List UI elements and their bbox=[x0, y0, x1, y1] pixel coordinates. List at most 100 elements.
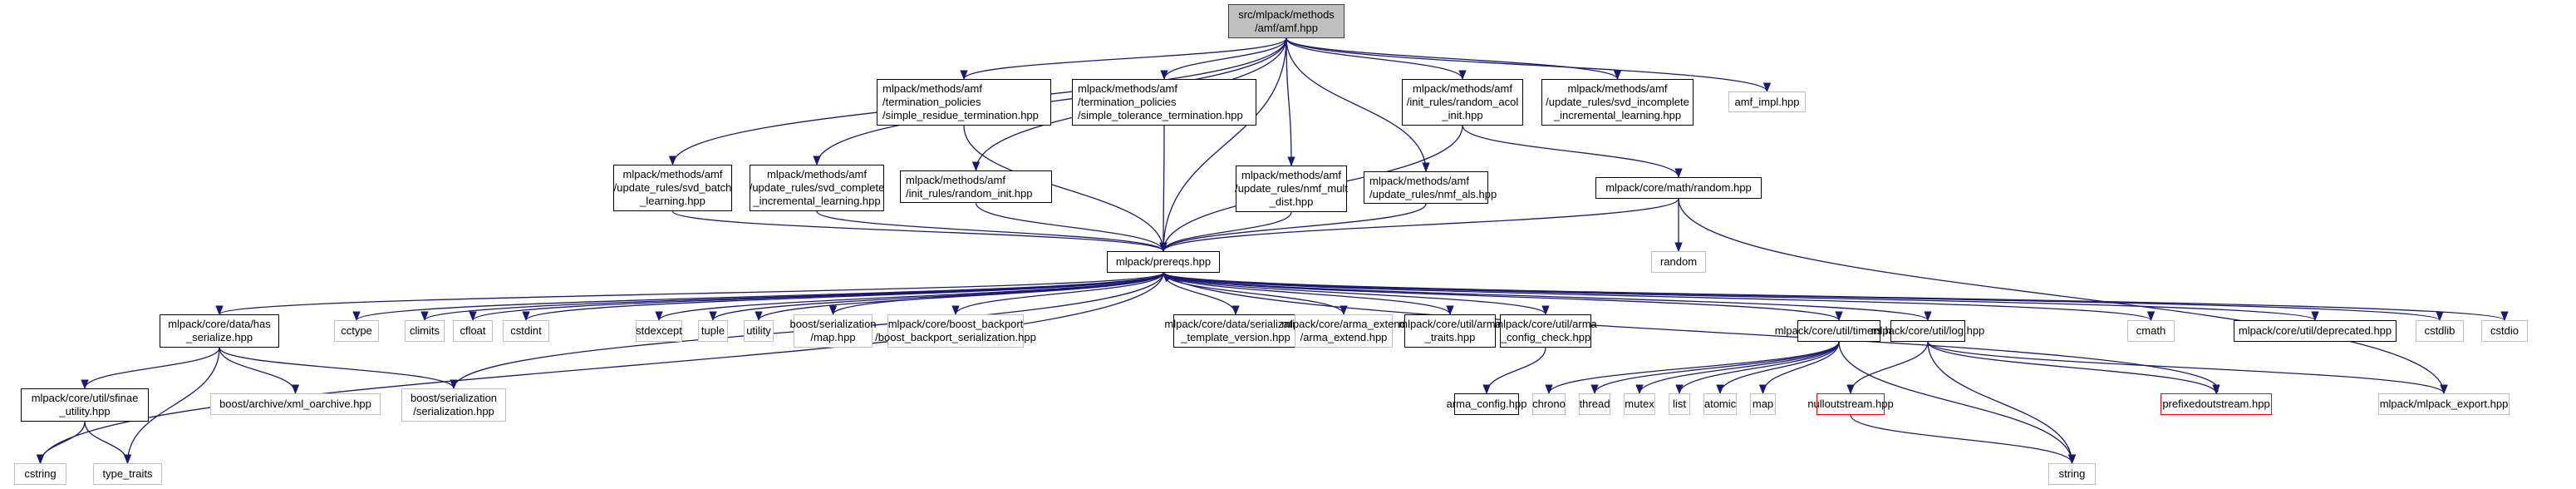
node-prefixout[interactable]: prefixedoutstream.hpp bbox=[2161, 393, 2272, 415]
edge-randinit-to-prereqs bbox=[975, 202, 1168, 253]
edge-amf-to-acol bbox=[1286, 37, 1467, 81]
edge-nmfals-to-prereqs bbox=[1159, 203, 1427, 253]
node-nmfals[interactable]: mlpack/methods/amf /update_rules/nmf_als… bbox=[1364, 171, 1497, 204]
edge-prefixout-to-prereqs bbox=[1163, 272, 2219, 394]
node-cstdint: cstdint bbox=[503, 320, 549, 342]
node-randinit[interactable]: mlpack/methods/amf /init_rules/random_in… bbox=[900, 170, 1052, 203]
node-stdrandom: random bbox=[1651, 251, 1706, 273]
edge-prereqs-to-timers bbox=[1163, 272, 1843, 322]
node-mutex: mutex bbox=[1624, 393, 1655, 415]
node-armatraits[interactable]: mlpack/core/util/arma _traits.hpp bbox=[1399, 314, 1502, 348]
edge-timers-to-list bbox=[1675, 341, 1840, 395]
edge-timers-to-chrono bbox=[1545, 341, 1840, 395]
node-cfloat: cfloat bbox=[453, 320, 493, 342]
node-armaconfig[interactable]: arma_config.hpp bbox=[1447, 393, 1526, 415]
node-map: map bbox=[1750, 393, 1776, 415]
node-acol[interactable]: mlpack/methods/amf /init_rules/random_ac… bbox=[1402, 79, 1523, 126]
edge-prereqs-to-cstdio bbox=[1163, 272, 2509, 322]
edge-prereqs-to-cstring bbox=[36, 272, 1164, 465]
edge-hasser-to-typetraits bbox=[123, 347, 220, 465]
node-deprecated[interactable]: mlpack/core/util/deprecated.hpp bbox=[2234, 320, 2397, 342]
node-backport: mlpack/core/boost_backport /boost_backpo… bbox=[875, 314, 1036, 348]
edge-log-to-prefixout bbox=[1927, 341, 2220, 395]
edge-prereqs-to-armatraits bbox=[1163, 272, 1454, 316]
node-stdexcept: stdexcept bbox=[636, 320, 682, 342]
node-cctype: cctype bbox=[334, 320, 379, 342]
node-timers[interactable]: mlpack/core/util/timers.hpp bbox=[1775, 320, 1903, 342]
node-sfinae[interactable]: mlpack/core/util/sfinae _utility.hpp bbox=[21, 388, 149, 422]
edge-prereqs-to-backport bbox=[951, 272, 1164, 316]
node-tuple: tuple bbox=[698, 320, 728, 342]
node-typetraits: type_traits bbox=[93, 463, 162, 485]
node-svdcomp[interactable]: mlpack/methods/amf /update_rules/svd_com… bbox=[750, 165, 884, 211]
edge-amf-to-residue bbox=[960, 37, 1287, 81]
node-bser: boost/serialization /serialization.hpp bbox=[401, 388, 506, 422]
node-hasser[interactable]: mlpack/core/data/has _serialize.hpp bbox=[160, 314, 279, 348]
node-climits: climits bbox=[405, 320, 445, 342]
edge-amf-to-svdcomp bbox=[813, 37, 1287, 166]
edge-sfinae-to-typetraits bbox=[84, 421, 132, 465]
node-armacheck[interactable]: mlpack/core/util/arma _config_check.hpp bbox=[1494, 314, 1597, 348]
node-chrono: chrono bbox=[1532, 393, 1566, 415]
edge-prereqs-to-log bbox=[1163, 272, 1932, 322]
node-log[interactable]: mlpack/core/util/log.hpp bbox=[1871, 320, 1984, 342]
node-armaext: mlpack/core/arma_extend /arma_extend.hpp bbox=[1281, 314, 1406, 348]
edge-sfinae-to-cstring bbox=[36, 421, 86, 465]
node-tolerance[interactable]: mlpack/methods/amf /termination_policies… bbox=[1072, 79, 1256, 126]
node-nmfmult[interactable]: mlpack/methods/amf /update_rules/nmf_mul… bbox=[1235, 165, 1348, 212]
edge-hasser-to-sfinae bbox=[81, 347, 220, 390]
edge-prereqs-to-cctype bbox=[352, 272, 1164, 322]
edge-prereqs-to-climits bbox=[420, 272, 1164, 322]
edge-prereqs-to-hasser bbox=[215, 272, 1164, 316]
node-thread: thread bbox=[1579, 393, 1610, 415]
edge-prereqs-to-stdexcept bbox=[655, 272, 1164, 322]
node-cstring: cstring bbox=[14, 463, 66, 485]
node-list: list bbox=[1669, 393, 1690, 415]
edge-prereqs-to-cstdlib bbox=[1163, 272, 2444, 322]
node-residue[interactable]: mlpack/methods/amf /termination_policies… bbox=[877, 79, 1051, 126]
edge-tolerance-to-prereqs bbox=[1159, 125, 1168, 253]
edge-log-to-string bbox=[1927, 341, 2077, 465]
edge-residue-to-prereqs bbox=[963, 125, 1168, 253]
node-xmlo: boost/archive/xml_oarchive.hpp bbox=[210, 393, 381, 415]
edge-svdcomp-to-prereqs bbox=[816, 210, 1168, 253]
edge-log-to-export bbox=[1927, 341, 2448, 395]
edge-amf-to-svdinc bbox=[1286, 37, 1622, 81]
edge-amf-to-nmfals bbox=[1286, 37, 1430, 173]
edge-random-to-prereqs bbox=[1159, 198, 1679, 253]
node-random[interactable]: mlpack/core/math/random.hpp bbox=[1595, 177, 1762, 199]
edge-timers-to-mutex bbox=[1635, 341, 1840, 395]
edge-prereqs-to-bmap bbox=[828, 272, 1164, 316]
edge-nmfmult-to-prereqs bbox=[1159, 211, 1292, 253]
edge-timers-to-atomic bbox=[1716, 341, 1840, 395]
edge-random-to-export bbox=[1678, 198, 2448, 395]
node-string: string bbox=[2048, 463, 2096, 485]
node-amf[interactable]: src/mlpack/methods /amf/amf.hpp bbox=[1228, 4, 1345, 38]
edge-prereqs-to-deprecated bbox=[1163, 272, 2319, 322]
edge-svdbatch-to-prereqs bbox=[671, 210, 1168, 253]
edge-acol-to-random bbox=[1462, 125, 1683, 179]
node-cmath: cmath bbox=[2127, 320, 2175, 342]
node-svdinc[interactable]: mlpack/methods/amf /update_rules/svd_inc… bbox=[1541, 79, 1694, 126]
edge-prereqs-to-cmath bbox=[1163, 272, 2155, 322]
node-cstdio: cstdio bbox=[2481, 320, 2528, 342]
node-cstdlib: cstdlib bbox=[2416, 320, 2464, 342]
node-atomic: atomic bbox=[1703, 393, 1737, 415]
edge-prereqs-to-armacheck bbox=[1163, 272, 1550, 316]
edge-armacheck-to-armaconfig bbox=[1482, 347, 1546, 395]
edge-hasser-to-xmlo bbox=[219, 347, 300, 395]
node-utility: utility bbox=[744, 320, 774, 342]
node-bmap: boost/serialization /map.hpp bbox=[789, 314, 877, 348]
node-nullout[interactable]: nulloutstream.hpp bbox=[1807, 393, 1894, 415]
edge-hasser-to-bser bbox=[219, 347, 458, 390]
node-sertempl[interactable]: mlpack/core/data/serialization _template… bbox=[1164, 314, 1307, 348]
node-prereqs[interactable]: mlpack/prereqs.hpp bbox=[1107, 251, 1220, 273]
node-export: mlpack/mlpack_export.hpp bbox=[2378, 393, 2510, 415]
edge-timers-to-map bbox=[1758, 341, 1840, 395]
edge-amf-to-prereqs bbox=[1159, 37, 1287, 253]
edge-amf-to-amfimpl bbox=[1286, 37, 1771, 93]
node-svdbatch[interactable]: mlpack/methods/amf /update_rules/svd_bat… bbox=[613, 165, 732, 211]
edge-nullout-to-string bbox=[1850, 414, 2077, 465]
node-amfimpl: amf_impl.hpp bbox=[1728, 91, 1806, 112]
